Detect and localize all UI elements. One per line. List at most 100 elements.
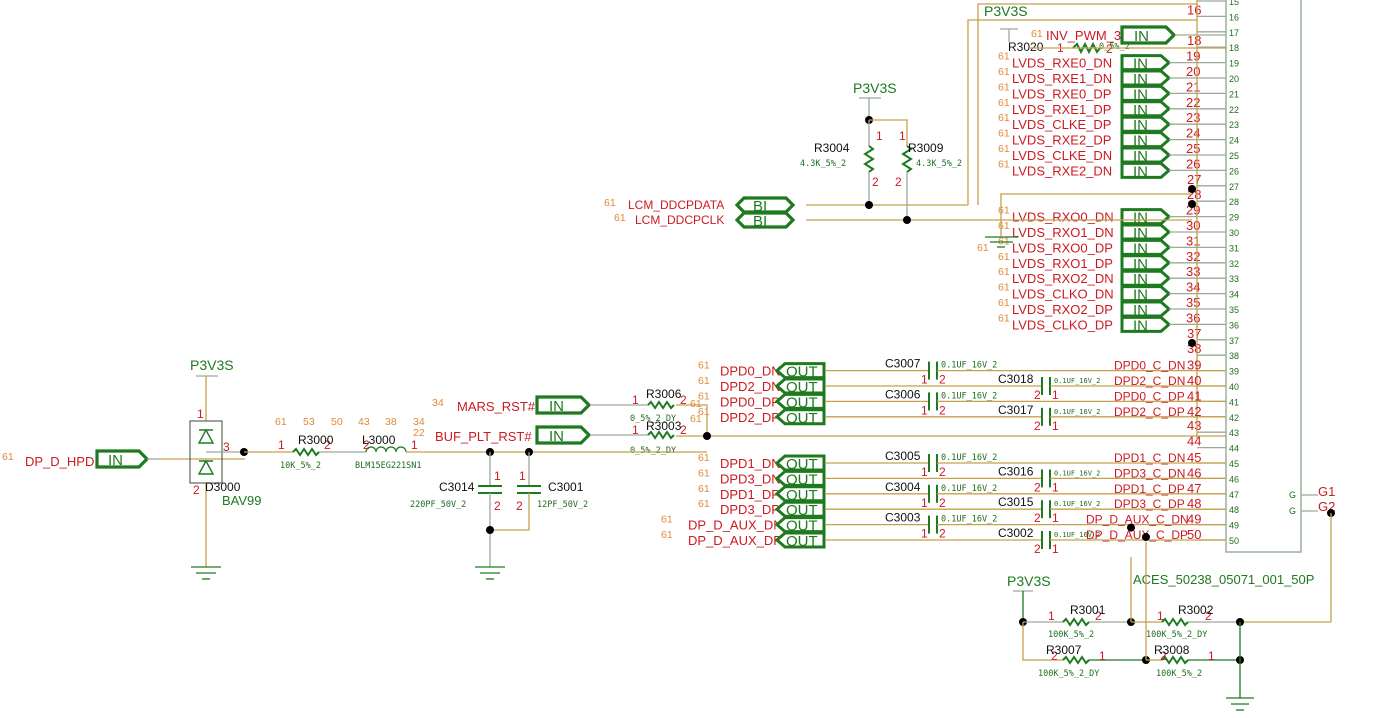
dp-sheet-ref: 61 [698,498,710,510]
dp-out-port[interactable]: OUT [774,485,826,504]
dp-out-port[interactable]: OUT [774,531,826,550]
r3020-pin2: 2 [1106,42,1113,56]
lvds-sheet-ref: 61 [998,66,1010,78]
r3004-value: 4.3K_5%_2 [800,159,846,169]
r3000-resistor-symbol [292,447,320,457]
inv-pwm-in-port[interactable]: IN [1120,25,1177,45]
connector-g2-pin-label: G [1289,506,1296,516]
dp-out-port[interactable]: OUT [774,469,826,488]
lvds-net-label: LVDS_CLKE_DN [1012,148,1112,163]
r3000-value: 10K_5%_2 [280,461,321,471]
buf-plt-rst-in-port[interactable]: IN [535,425,592,445]
port-label: IN [1133,317,1148,334]
cap-net-label: DP_D_AUX_C_DN [1086,513,1189,527]
r3003-resistor-symbol [647,430,675,440]
lvds-in-port[interactable]: IN [1120,69,1172,88]
connector-pin-number: 37 [1229,336,1239,346]
connector-pin-number: 15 [1229,0,1239,7]
port-label: OUT [786,533,818,550]
connector-pin-number: 23 [1229,120,1239,130]
pin-label: 21 [1186,79,1200,94]
connector-pin-number: 49 [1229,521,1239,531]
inv-pwm-sheet-ref: 61 [1031,28,1043,40]
connector-pin-number: 48 [1229,505,1239,515]
cap-value: 0.1UF_16V_2 [941,515,997,525]
cap-ref: C3007 [885,357,921,371]
r3003-ref: R3003 [646,419,682,433]
lvds-in-port[interactable]: IN [1120,161,1172,180]
r3009-pin1: 1 [899,129,906,143]
cap-pin-left: 2 [1034,511,1041,525]
buf-plt-rst-net: BUF_PLT_RST# [435,429,532,444]
lvds-in-port[interactable]: IN [1120,100,1172,119]
lvds-sheet-ref: 61 [998,205,1010,217]
lvds-in-port[interactable]: IN [1120,269,1172,288]
lvds-net-label: LVDS_RXE1_DN [1012,71,1112,86]
cap-net-label: DPD3_C_DP [1114,497,1185,511]
port-label: IN [1133,102,1148,119]
dp-sheet-ref: 61 [698,452,710,464]
junction-dot [1188,339,1196,347]
lvds-net-label: LVDS_CLKE_DP [1012,117,1111,132]
cap-ref: C3017 [998,403,1034,417]
lvds-in-port[interactable]: IN [1120,54,1172,73]
lvds-in-port[interactable]: IN [1120,300,1172,319]
lvds-in-port[interactable]: IN [1120,84,1172,103]
lvds-net-label: LVDS_RXO0_DP [1012,240,1113,255]
hpd-xref-0: 61 [275,416,287,428]
cap-value: 0.1UF_16V_2 [1054,500,1100,508]
dp-out-port[interactable]: OUT [774,362,826,381]
ddc-clk-bi-port[interactable]: BI [734,211,796,230]
cap-pin-right: 2 [939,403,946,417]
lvds-in-port[interactable]: IN [1120,115,1172,134]
lvds-in-port[interactable]: IN [1120,315,1172,334]
mars-rst-in-port[interactable]: IN [535,395,592,415]
connector-g1-net: G1 [1318,484,1335,499]
hpd-in-port[interactable]: IN [95,449,150,469]
dp-net-label: DPD2_DN [720,379,781,394]
port-label: OUT [786,410,818,427]
lvds-sheet-ref: 61 [998,112,1010,124]
cap-pin-right: 1 [1052,419,1059,433]
lvds-in-port[interactable]: IN [1120,131,1172,150]
dp-out-port[interactable]: OUT [774,392,826,411]
connector-pin-number: 41 [1229,397,1239,407]
c3001-value: 12PF_50V_2 [537,500,588,510]
lvds-in-port[interactable]: IN [1120,285,1172,304]
r3004-pin1: 1 [876,129,883,143]
dp-out-port[interactable]: OUT [774,377,826,396]
pin-label: 26 [1186,156,1200,171]
lvds-in-port[interactable]: IN [1120,223,1172,242]
dp-out-port[interactable]: OUT [774,500,826,519]
cap-pin-left: 2 [1034,542,1041,556]
lvds-in-port[interactable]: IN [1120,146,1172,165]
lvds-in-port[interactable]: IN [1120,254,1172,273]
cap-net-label: DPD3_C_DN [1114,466,1185,480]
lvds-net-label: LVDS_RXE1_DP [1012,102,1111,117]
r3001-pin2: 2 [1095,609,1102,623]
cap-pin-left: 1 [921,403,928,417]
pin-label: 39 [1187,358,1201,373]
dp-out-port[interactable]: OUT [774,454,826,473]
connector-pin-number: 35 [1229,305,1239,315]
pin-label: 50 [1187,527,1201,542]
r3020-ref: R3020 [1008,40,1044,54]
c3014-pin2: 2 [494,499,501,513]
lvds-net-label: LVDS_CLKO_DN [1012,287,1114,302]
connector-ref: ACES_50238_05071_001_50P [1133,572,1314,587]
connector-pin-number: 28 [1229,197,1239,207]
dp-net-label: DPD2_DP [720,410,780,425]
ground-symbol-lvds: 61 [977,193,1192,254]
cap-value: 0.1UF_16V_2 [941,391,997,401]
lvds-sheet-ref: 61 [998,266,1010,278]
lvds-in-port[interactable]: IN [1120,238,1172,257]
connector-body [1225,0,1302,553]
dp-sheet-ref: 61 [698,390,710,402]
dp-out-port[interactable]: OUT [774,408,826,427]
r3004-resistor-symbol [863,145,875,173]
dp-out-port[interactable]: OUT [774,516,826,535]
hpd-xref-3: 43 [358,416,370,428]
